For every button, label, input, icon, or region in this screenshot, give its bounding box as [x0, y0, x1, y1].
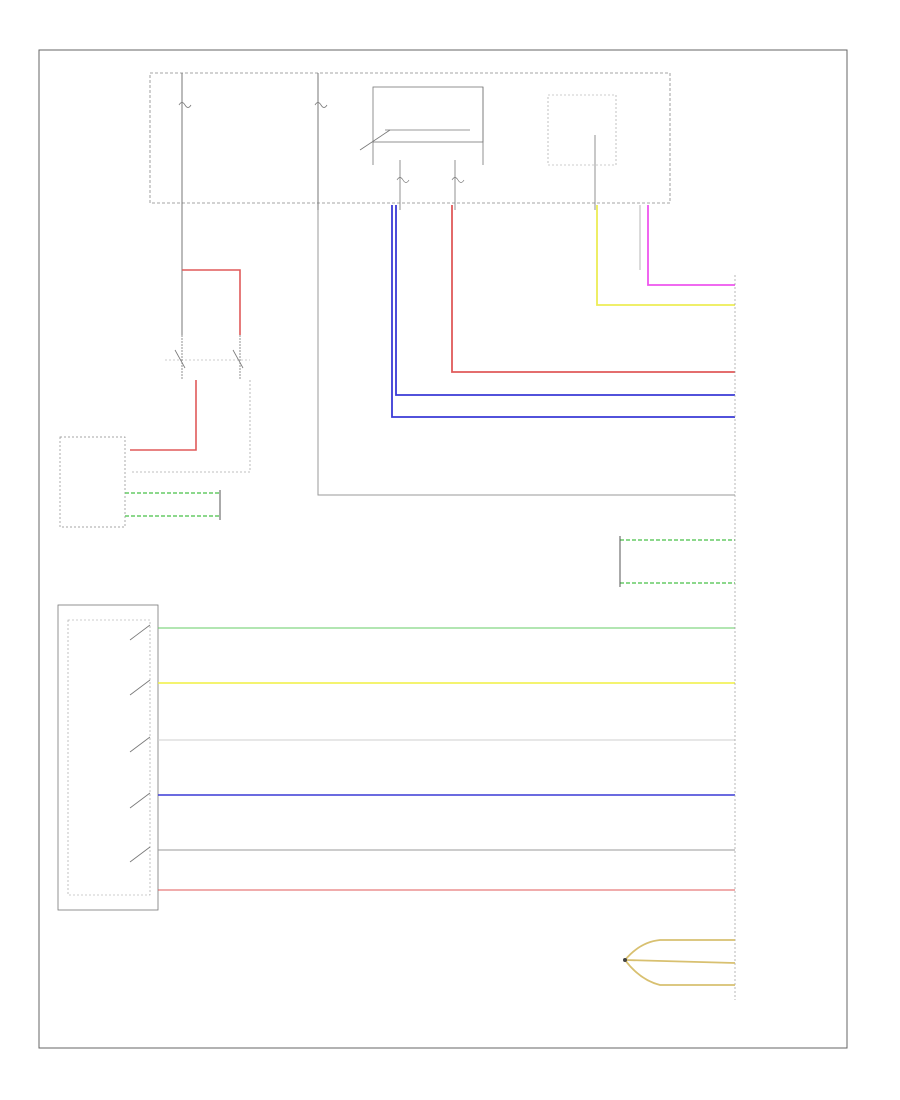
- wire-red-top: [451, 205, 735, 373]
- relay: [359, 86, 484, 210]
- wire-yellow-top: [596, 205, 735, 306]
- brake-switch: [130, 210, 251, 473]
- fuse-box: [149, 72, 671, 204]
- diagram-border: [38, 49, 848, 1049]
- ground-splice: [623, 939, 736, 986]
- mode-switch-assembly: [57, 604, 159, 911]
- brake-module: [59, 436, 221, 528]
- switch-contacts: [129, 624, 151, 863]
- fuse-1: [178, 73, 192, 210]
- wire-blue-2: [391, 205, 735, 418]
- fuse-2: [314, 73, 328, 210]
- wire-gray-fuse2: [317, 210, 735, 496]
- wire-blue-1: [395, 205, 735, 396]
- wire-pink: [647, 205, 735, 286]
- junction-right: [619, 536, 735, 587]
- fuse-box-module: [547, 94, 617, 210]
